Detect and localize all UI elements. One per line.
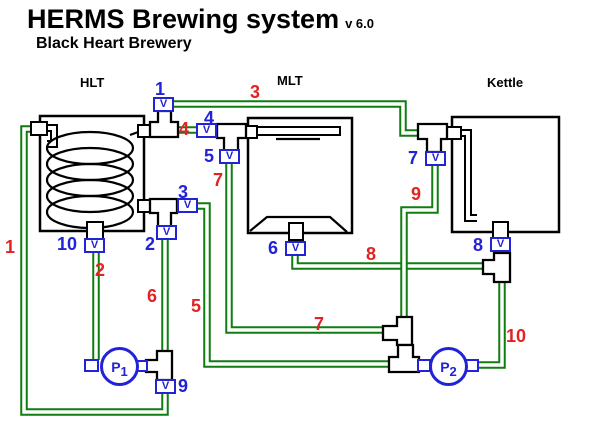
valve-8-number: 8 [473,235,484,255]
hlt-bottom-outlet-port [86,221,104,240]
valve-9-number: 9 [178,376,189,396]
valve-8-symbol: V [496,238,505,250]
hlt-coil-inlet-tube [44,124,58,148]
valve-5-number: 5 [204,146,215,166]
pipe-8-line [291,256,484,270]
valve-10-symbol: V [90,239,99,251]
valve-6-symbol: V [291,242,300,254]
pipe-label-3: 3 [250,82,261,102]
pipe-label-1: 1 [5,237,16,257]
pipe-3-line [174,100,420,137]
pipe-7-line [225,164,384,334]
valve-8[interactable]: V [490,237,511,252]
pump-p1-number: 1 [120,364,128,379]
valve-6-number: 6 [268,238,279,258]
valve-2-number: 2 [145,234,156,254]
valve-7-symbol: V [431,152,440,164]
pump1-inlet-port [84,359,99,372]
valve-2[interactable]: V [156,225,177,240]
pipe-9-line [400,166,439,318]
pump-p2-number: 2 [449,364,457,379]
tee-kettle-return [481,251,512,284]
valve-3[interactable]: V [177,198,198,213]
mlt-false-bottom [249,215,348,233]
pipe-label-10: 10 [506,326,527,346]
tee-hlt-drain [148,197,179,229]
pipe-label-9: 9 [411,184,422,204]
valve-1-number: 1 [155,79,166,99]
mlt-sparge-arm [251,126,341,136]
mlt-bottom-outlet-port [288,222,304,241]
tee-mlt-inlet [215,122,248,153]
title-text: HERMS Brewing system [27,4,340,34]
tee-pump1-outlet [144,349,174,382]
valve-10-number: 10 [57,234,78,254]
pipe-label-5: 5 [191,296,202,316]
valve-4-number: 4 [204,108,215,128]
valve-4[interactable]: V [196,123,217,138]
pump-p1-letter: P [111,358,121,375]
valve-7-number: 7 [408,148,419,168]
pipe-10-line [478,281,506,369]
kettle-label: Kettle [487,75,524,90]
page-title: HERMS Brewing system v 6.0 [27,4,374,35]
valve-3-number: 3 [178,182,189,202]
tee-hlt-outlet [148,109,180,139]
valve-9[interactable]: V [155,379,176,394]
valve-3-symbol: V [183,199,192,211]
valve-7[interactable]: V [425,151,446,166]
pipe-label-6: 6 [147,286,158,306]
valve-5[interactable]: V [219,149,240,164]
brewery-subtitle: Black Heart Brewery [36,35,192,52]
valve-9-symbol: V [161,380,170,392]
pipe-label-8: 8 [366,244,377,264]
hlt-coil-inlet-port [30,121,48,136]
valve-1-symbol: V [159,98,168,110]
valve-10[interactable]: V [84,238,105,253]
tee-kettle-inlet [416,122,449,154]
tee-pump2-inlet-upper [381,315,414,347]
mlt-label: MLT [277,73,303,88]
pipe-label-4: 4 [179,119,190,139]
pipe-label-7-lower: 7 [314,314,325,334]
valve-1[interactable]: V [153,97,174,112]
valve-6[interactable]: V [285,241,306,256]
pipe-label-2: 2 [95,260,106,280]
pipe-1-line [20,125,169,416]
valve-5-symbol: V [225,150,234,162]
title-version: v 6.0 [345,16,375,31]
pump-p2-letter: P [440,358,450,375]
pipe-label-7-upper: 7 [213,170,224,190]
tee-pump2-inlet-lower [387,343,421,374]
pipe-5-line [197,202,390,368]
hlt-label: HLT [80,75,105,90]
valve-2-symbol: V [162,226,171,238]
valve-4-symbol: V [202,124,211,136]
